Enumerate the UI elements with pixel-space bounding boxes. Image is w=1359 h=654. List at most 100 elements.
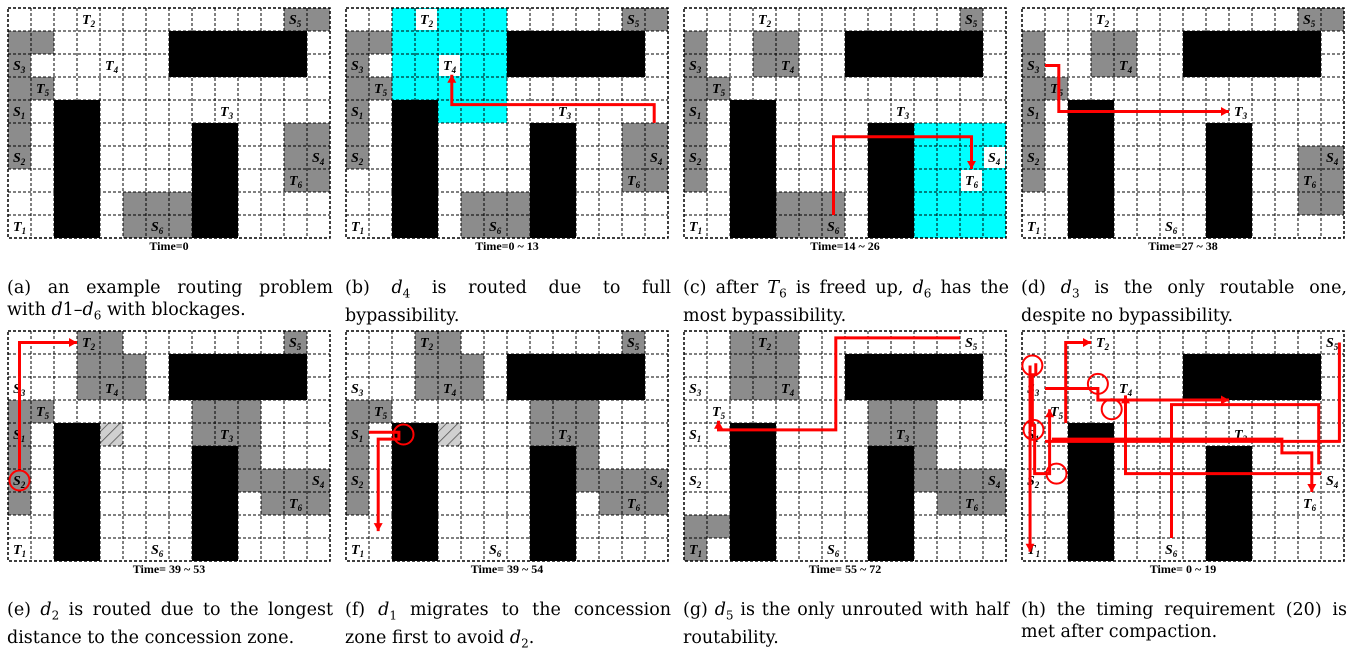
cell-label-s6: S6: [151, 543, 164, 559]
cell-label-t6: T6: [627, 174, 641, 190]
cell-label-t3: T3: [896, 428, 910, 444]
cell-label-s4: S4: [1326, 151, 1339, 167]
cell-label-s1: S1: [1027, 105, 1039, 121]
cell-label-s2: S2: [689, 151, 702, 167]
route-arrowhead: [69, 338, 77, 347]
caption-e: (e) d2 is routed due to the longest dist…: [7, 600, 333, 648]
cell-label-t2: T2: [82, 336, 96, 352]
stall-marker: [1086, 372, 1109, 395]
cell-label-t5: T5: [712, 82, 726, 98]
cell-label-s4: S4: [650, 151, 663, 167]
caption-d: (d) d3 is the only routable one, despite…: [1021, 278, 1347, 326]
cell-label-t3: T3: [220, 105, 234, 121]
occupied-cells: [369, 400, 392, 423]
cell-label-t2: T2: [420, 336, 434, 352]
cell-label-s1: S1: [351, 105, 363, 121]
occupied-cells: [8, 54, 31, 169]
occupied-cells: [1045, 77, 1068, 100]
occupied-cells: [684, 31, 707, 192]
cell-label-s5: S5: [289, 13, 302, 29]
route-arrowhead: [1221, 107, 1229, 116]
cell-label-t5: T5: [36, 405, 50, 421]
cell-label-t5: T5: [374, 405, 388, 421]
route-path: [1124, 395, 1321, 476]
cell-label-s5: S5: [627, 336, 640, 352]
time-label: Time= 39 ~ 54: [471, 562, 544, 576]
cell-label-s6: S6: [151, 220, 164, 236]
route-arrowhead: [1307, 484, 1317, 492]
cell-label-t2: T2: [1096, 336, 1110, 352]
stall-marker: [1045, 462, 1068, 485]
cell-label-s6: S6: [489, 543, 502, 559]
cell-label-s1: S1: [13, 105, 25, 121]
cell-label-s4: S4: [1326, 474, 1339, 490]
cell-label-t2: T2: [758, 336, 772, 352]
cell-label-t4: T4: [781, 59, 795, 75]
cell-label-t4: T4: [781, 382, 795, 398]
occupied-cells: [369, 77, 392, 100]
route-path: [1045, 64, 1229, 113]
grid-border: [1021, 7, 1345, 239]
cell-label-s6: S6: [827, 220, 840, 236]
cell-label-t6: T6: [289, 174, 303, 190]
occupied-cells: [31, 400, 54, 423]
route-arrowhead: [447, 74, 457, 83]
stall-marker: [392, 423, 415, 446]
cell-label-s4: S4: [312, 474, 325, 490]
cell-label-t3: T3: [220, 428, 234, 444]
cell-label-s2: S2: [1027, 151, 1040, 167]
stall-marker: [1100, 398, 1123, 421]
route-path: [1064, 341, 1091, 423]
cell-label-s6: S6: [1165, 220, 1178, 236]
cell-label-t2: T2: [1096, 13, 1110, 29]
stall-marker: [1022, 418, 1045, 441]
cell-label-t4: T4: [105, 382, 119, 398]
occupied-cells: [684, 538, 707, 561]
occupied-cells: [346, 54, 369, 169]
occupied-cells: [346, 400, 369, 515]
caption-c: (c) after T6 is freed up, d6 has the mos…: [683, 278, 1009, 326]
cell-label-t5: T5: [1050, 82, 1064, 98]
occupied-cells: [284, 331, 307, 354]
cell-label-s5: S5: [627, 13, 640, 29]
cell-label-s3: S3: [1027, 59, 1040, 75]
occupied-cells: [346, 31, 392, 54]
cell-label-s1: S1: [13, 428, 25, 444]
cell-label-t4: T4: [443, 59, 457, 75]
cell-label-t4: T4: [1119, 59, 1133, 75]
cell-label-s3: S3: [13, 59, 26, 75]
time-label: Time=0 ~ 13: [475, 239, 539, 253]
cell-label-t6: T6: [289, 497, 303, 513]
occupied-cells: [622, 331, 645, 354]
cell-label-t4: T4: [1119, 382, 1133, 398]
cell-label-t1: T1: [1027, 220, 1040, 236]
cell-label-t4: T4: [105, 59, 119, 75]
route-path: [832, 135, 973, 215]
route-arrowhead: [1045, 409, 1055, 418]
cell-label-s5: S5: [1303, 13, 1316, 29]
route-arrowhead: [373, 523, 383, 532]
caption-f: (f) d1 migrates to the concession zone f…: [345, 600, 671, 650]
grid-border: [683, 330, 1007, 562]
grid-border: [7, 7, 331, 239]
cell-label-t6: T6: [965, 497, 979, 513]
route-arrowhead: [967, 161, 976, 169]
occupied-cells: [960, 8, 983, 31]
cell-label-s3: S3: [689, 59, 702, 75]
occupied-cells: [707, 77, 730, 100]
route-arrowhead: [1221, 395, 1229, 405]
stall-marker: [1021, 354, 1044, 377]
caption-g: (g) d5 is the only unrouted with half ro…: [683, 600, 1009, 648]
route-arrowhead: [1121, 395, 1130, 404]
occupied-cells: [31, 77, 54, 100]
cell-label-s5: S5: [965, 336, 978, 352]
cell-label-s5: S5: [965, 13, 978, 29]
route-path: [18, 341, 77, 469]
caption-b: (b) d4 is routed due to full bypassibili…: [345, 278, 672, 326]
